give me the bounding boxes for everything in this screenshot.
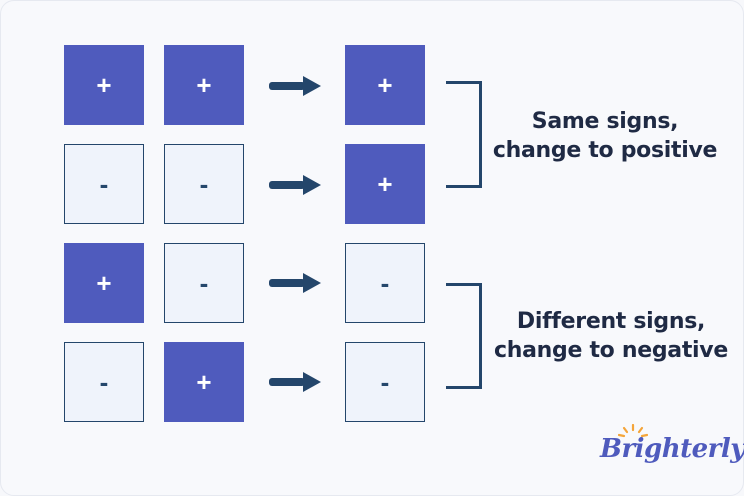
tile-row3-first: + bbox=[64, 243, 144, 323]
tile-row1-first: + bbox=[64, 45, 144, 125]
tile-row2-result: + bbox=[345, 144, 425, 224]
tile-row3-second: - bbox=[164, 243, 244, 323]
different-signs-label: Different signs, change to negative bbox=[480, 307, 742, 365]
tile-row2-first: - bbox=[64, 144, 144, 224]
sign: - bbox=[380, 366, 390, 397]
arrow-icon bbox=[269, 372, 321, 392]
sign: + bbox=[96, 69, 112, 100]
tile-row3-result: - bbox=[345, 243, 425, 323]
sign: - bbox=[199, 168, 209, 199]
arrow-icon bbox=[269, 76, 321, 96]
same-signs-label: Same signs, change to positive bbox=[480, 107, 730, 165]
sign: + bbox=[196, 69, 212, 100]
sun-rays-icon bbox=[618, 424, 648, 438]
sign: - bbox=[199, 267, 209, 298]
sign: - bbox=[99, 168, 109, 199]
tile-row1-result: + bbox=[345, 45, 425, 125]
same-signs-line2: change to positive bbox=[492, 138, 718, 163]
bracket-different-signs bbox=[446, 283, 482, 389]
sign: + bbox=[196, 366, 212, 397]
brighterly-logo: Brighterly bbox=[600, 424, 744, 474]
sign: + bbox=[377, 168, 393, 199]
arrow-icon bbox=[269, 175, 321, 195]
different-signs-line2: change to negative bbox=[494, 338, 728, 363]
sign: - bbox=[99, 366, 109, 397]
tile-row4-second: + bbox=[164, 342, 244, 422]
logo-text: Brighterly bbox=[600, 434, 744, 464]
tile-row4-first: - bbox=[64, 342, 144, 422]
tile-row4-result: - bbox=[345, 342, 425, 422]
arrow-icon bbox=[269, 273, 321, 293]
sign: - bbox=[380, 267, 390, 298]
different-signs-line1: Different signs, bbox=[516, 309, 706, 334]
sign: + bbox=[377, 69, 393, 100]
tile-row1-second: + bbox=[164, 45, 244, 125]
tile-row2-second: - bbox=[164, 144, 244, 224]
bracket-same-signs bbox=[446, 81, 482, 188]
sign: + bbox=[96, 267, 112, 298]
same-signs-line1: Same signs, bbox=[531, 109, 679, 134]
